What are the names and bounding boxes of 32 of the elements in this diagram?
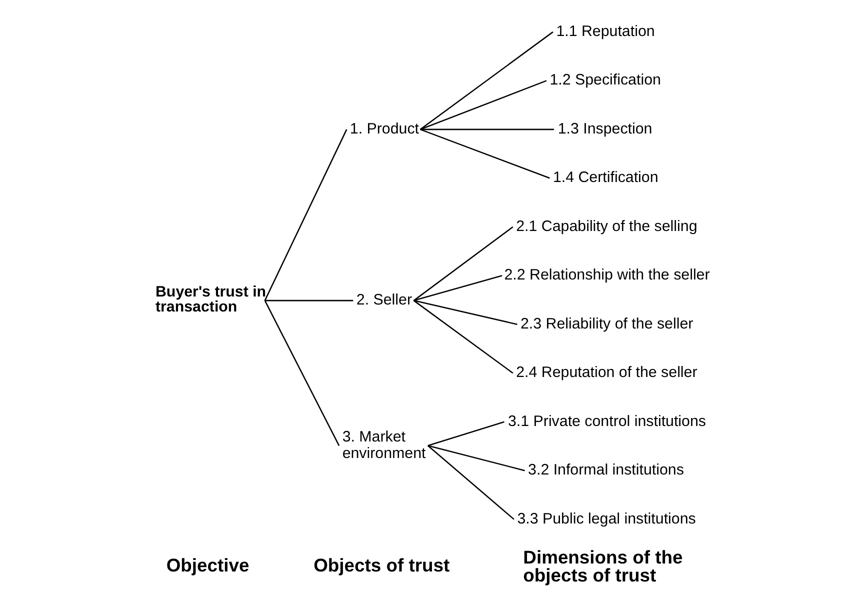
connector bbox=[413, 226, 514, 302]
connector bbox=[414, 300, 518, 325]
node-text: 2.4 Reputation of the seller bbox=[516, 364, 698, 382]
node-text: 2.3 Reliability of the seller bbox=[520, 315, 694, 332]
label: Objects of trust bbox=[314, 554, 450, 576]
node-text: 1. Product bbox=[350, 120, 419, 138]
node-text: 1.3 Inspection bbox=[558, 120, 652, 138]
node-text: 2.2 Relationship with the seller bbox=[504, 266, 710, 284]
node-text: 1.1 Reputation bbox=[556, 22, 655, 40]
connector bbox=[428, 421, 504, 446]
label: Objective bbox=[166, 554, 250, 576]
node-text: 3. Market environment bbox=[342, 428, 426, 462]
node-text: 1.4 Certification bbox=[552, 169, 658, 186]
node-text: 3.2 Informal institutions bbox=[528, 462, 684, 479]
connector bbox=[264, 300, 354, 302]
node-text: 3.1 Private control institutions bbox=[508, 412, 706, 430]
connector bbox=[420, 128, 550, 179]
connector bbox=[420, 31, 554, 130]
connector bbox=[427, 445, 514, 520]
node-text: 2.1 Capability of the selling bbox=[516, 218, 698, 235]
node-text: 1.2 Specification bbox=[550, 72, 661, 89]
connector bbox=[428, 445, 525, 472]
connector bbox=[413, 300, 514, 374]
label: Dimensions of the objects of trust bbox=[523, 546, 683, 586]
connector bbox=[264, 129, 348, 301]
node-text: Buyer's trust in transaction bbox=[156, 283, 266, 316]
node-text: 2. Seller bbox=[356, 292, 412, 309]
connector bbox=[420, 80, 547, 130]
connector bbox=[420, 128, 554, 130]
connector bbox=[414, 275, 502, 302]
connector bbox=[264, 300, 340, 446]
node-text: 3.3 Public legal institutions bbox=[517, 510, 696, 528]
